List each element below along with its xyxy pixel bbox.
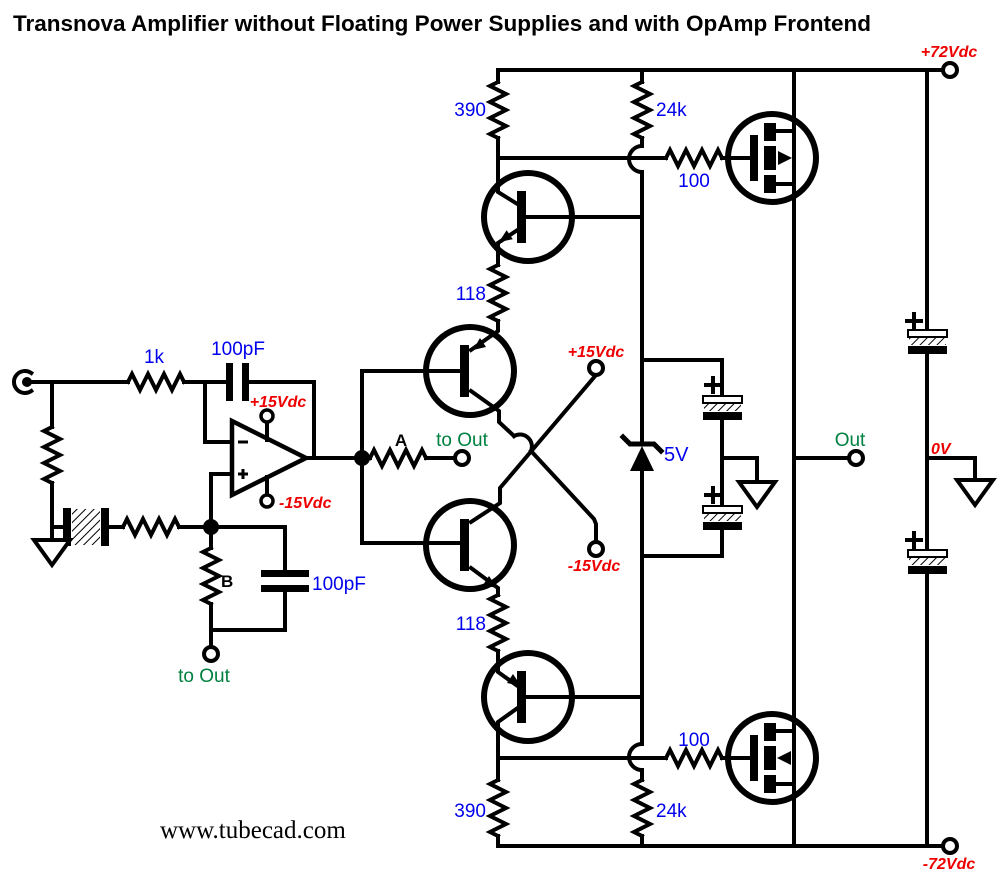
mosfet-top — [725, 111, 819, 205]
terminal-15v-plus — [587, 359, 605, 377]
opamp-plus-sign — [238, 469, 248, 479]
label-zener-5v: 5V — [664, 444, 689, 466]
label-point-a: A — [395, 431, 407, 450]
terminal-rail-positive — [941, 61, 959, 79]
resistor-100-bottom — [663, 745, 725, 771]
terminal-15v-minus — [587, 540, 605, 558]
resistor-a — [367, 445, 429, 471]
label-cross-vminus: -15Vdc — [568, 558, 621, 575]
capacitor-input-nonpolar — [63, 508, 109, 546]
label-c-shunt: 100pF — [312, 574, 366, 595]
npn-lower-emitter-arrow — [483, 576, 497, 588]
labels: 1k 100pF 100pF 390 24k 100 118 5V 118 10… — [144, 44, 977, 873]
capacitor-rail-top — [905, 312, 948, 354]
label-r-390-bottom: 390 — [454, 801, 486, 822]
label-to-out-a: to Out — [436, 430, 488, 451]
label-r-100-top: 100 — [678, 171, 710, 192]
jack-pin — [22, 377, 32, 387]
capacitor-bias-bottom — [702, 486, 743, 530]
ground-input — [30, 538, 74, 569]
terminal-out — [847, 449, 865, 467]
npn-top-emitter-arrow — [499, 230, 513, 242]
wires — [29, 68, 977, 848]
mosfet-bottom-body-arrow — [777, 751, 791, 765]
transistor-npn-top-left — [481, 170, 575, 264]
mosfet-bottom — [725, 711, 819, 805]
node-opamp-output — [354, 450, 370, 466]
resistor-b — [198, 545, 224, 607]
label-r-24k-bottom: 24k — [656, 801, 687, 822]
pnp-upper-emitter-arrow — [473, 338, 486, 350]
capacitor-shunt-100pF — [261, 570, 309, 592]
resistor-118-top — [485, 262, 511, 324]
label-r-24k-top: 24k — [656, 100, 687, 121]
opamp — [229, 408, 312, 509]
resistor-24k-top — [629, 79, 655, 141]
label-rail-positive: +72Vdc — [921, 44, 978, 61]
label-c-feedback: 100pF — [211, 339, 265, 360]
label-opamp-vminus: -15Vdc — [279, 495, 332, 512]
pnp-bottom-emitter-arrow — [507, 674, 521, 686]
label-r-100-bottom: 100 — [678, 730, 710, 751]
label-r-118-bottom: 118 — [456, 614, 486, 635]
capacitor-bias-top — [702, 376, 743, 420]
label-r-118-top: 118 — [456, 284, 486, 305]
transistor-pnp-bottom-left — [481, 650, 575, 744]
resistor-1k — [125, 369, 187, 395]
opamp-vminus-pin — [259, 493, 275, 509]
ground-bias-mid — [735, 480, 779, 511]
watermark-url: www.tubecad.com — [160, 817, 346, 844]
label-to-out-b: to Out — [178, 666, 230, 687]
transistor-npn-lower-middle — [423, 498, 517, 592]
label-cross-vplus: +15Vdc — [568, 344, 625, 361]
resistor-390-bottom — [485, 777, 511, 839]
capacitor-rail-bottom — [905, 531, 948, 574]
label-r-390-top: 390 — [454, 100, 486, 121]
node-noninverting — [203, 519, 219, 535]
resistor-100-top — [663, 145, 725, 171]
terminal-to-out-b — [202, 645, 220, 663]
input-jack — [11, 369, 35, 395]
resistor-ground-series — [120, 514, 182, 540]
opamp-vplus-pin — [259, 408, 275, 424]
resistor-24k-bottom — [629, 777, 655, 839]
terminal-rail-negative — [941, 837, 959, 855]
terminal-to-out-a — [453, 449, 471, 467]
capacitor-feedback-100pF — [226, 363, 249, 401]
mosfet-top-body-arrow — [778, 151, 792, 165]
terminals — [202, 61, 959, 855]
label-opamp-vplus: +15Vdc — [250, 394, 307, 411]
transistor-pnp-upper-middle — [423, 324, 517, 418]
schematic-title: Transnova Amplifier without Floating Pow… — [13, 11, 871, 36]
label-zero-volt: 0V — [931, 441, 952, 458]
resistor-390-top — [485, 79, 511, 141]
resistor-118-bottom — [485, 592, 511, 654]
ground-rail-mid — [953, 478, 997, 509]
label-r-1k: 1k — [144, 347, 165, 368]
zener-5v — [619, 433, 665, 471]
label-rail-negative: -72Vdc — [923, 856, 976, 873]
resistors — [39, 79, 725, 839]
label-out: Out — [835, 430, 866, 451]
label-point-b: B — [221, 572, 233, 591]
resistor-input-shunt — [39, 424, 65, 486]
